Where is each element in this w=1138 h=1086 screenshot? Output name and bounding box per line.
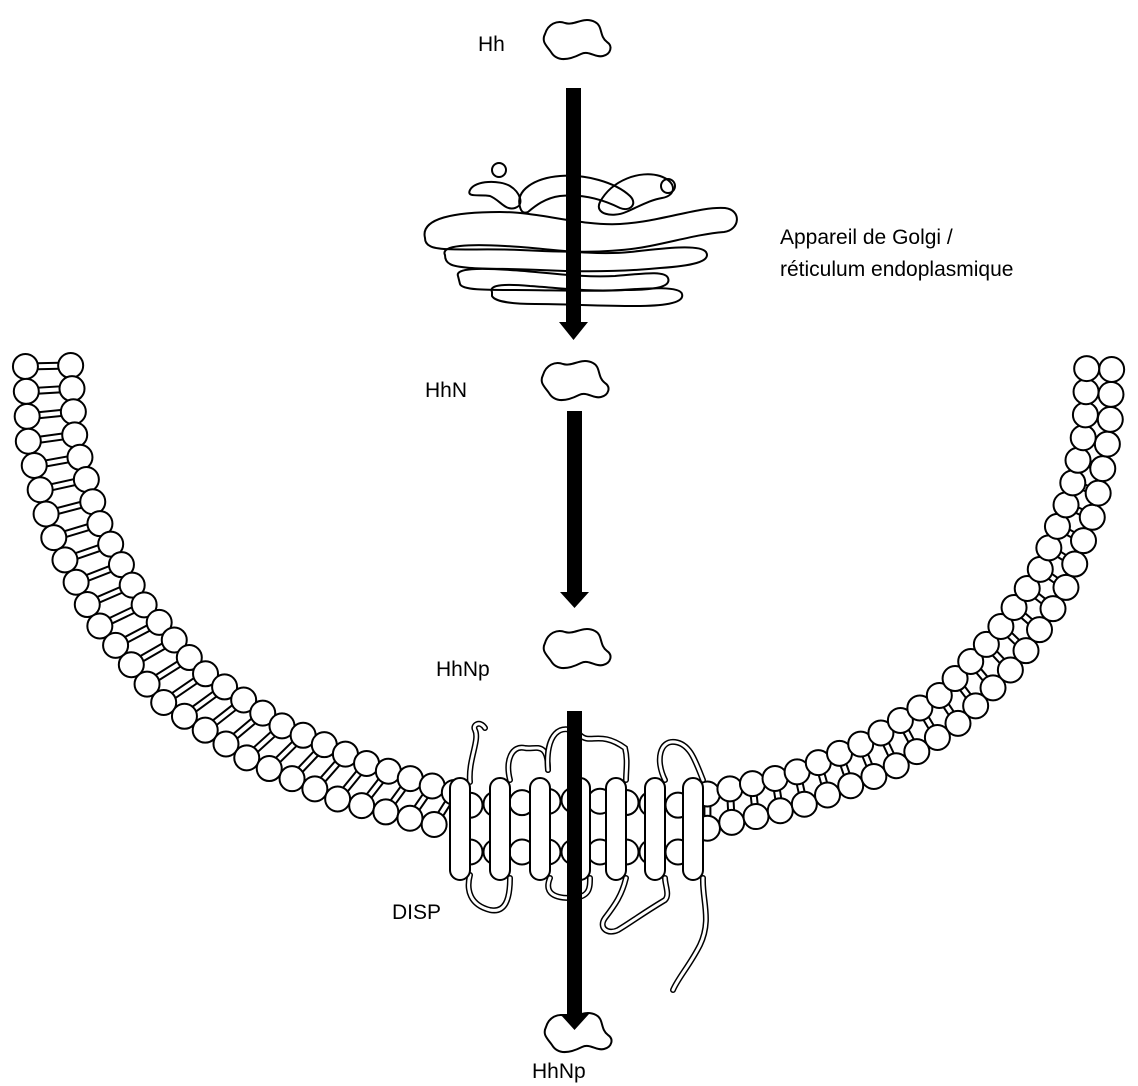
lipid-head-outer [792, 792, 817, 817]
lipid-head-inner [1073, 402, 1098, 427]
label-hhnp-outside: HhNp [532, 1060, 586, 1083]
disp-helix [606, 778, 626, 880]
disp-helix [683, 778, 703, 880]
lipid-head-outer [422, 812, 447, 837]
lipid-head-outer [815, 782, 840, 807]
lipid-head-inner [60, 376, 85, 401]
lipid-head-inner [420, 773, 445, 798]
disp-loop-outline [673, 878, 706, 990]
label-hh: Hh [478, 33, 505, 56]
disp-helix [530, 778, 550, 880]
lipid-head-outer [325, 786, 350, 811]
lipid-head-outer [1053, 575, 1078, 600]
lipid-head-outer [234, 745, 259, 770]
lipid-head-outer [257, 756, 282, 781]
arrow-hhn-to-hhnp [560, 411, 589, 608]
lipid-head-inner [1060, 470, 1085, 495]
label-golgi-line1: Appareil de Golgi / [780, 226, 953, 249]
lipid-head-outer [302, 776, 327, 801]
hhn-molecule-icon [542, 361, 609, 400]
label-hhn: HhN [425, 379, 467, 402]
lipid-head-outer [768, 798, 793, 823]
disp-helix [490, 778, 510, 880]
lipid-head-inner [67, 445, 92, 470]
lipid-head-outer [1071, 528, 1096, 553]
lipid-head-outer [397, 806, 422, 831]
disp-helix [450, 778, 470, 880]
lipid-head-outer [349, 793, 374, 818]
lipid-head-outer [1098, 407, 1123, 432]
lipid-head-outer [34, 501, 59, 526]
lipid-head-outer [52, 547, 77, 572]
lipid-head-inner [1066, 448, 1091, 473]
lipid-head-outer [15, 404, 40, 429]
lipid-head-inner [1074, 379, 1099, 404]
arrow-hh-to-hhn [559, 88, 588, 340]
hhnp-inside-molecule-icon [544, 629, 611, 668]
lipid-head-outer [861, 764, 886, 789]
lipid-head-inner [763, 766, 788, 791]
lipid-head-outer [1095, 432, 1120, 457]
lipid-head-inner [740, 771, 765, 796]
lipid-head-outer [14, 379, 39, 404]
lipid-head-outer [13, 354, 38, 379]
lipid-head-inner [62, 422, 87, 447]
label-golgi-line2: réticulum endoplasmique [780, 258, 1013, 281]
lipid-head-outer [1099, 357, 1124, 382]
lipid-head-outer [28, 477, 53, 502]
lipid-head-outer [16, 429, 41, 454]
lipid-head-inner [61, 399, 86, 424]
lipid-head-outer [1090, 456, 1115, 481]
lipid-head-outer [41, 525, 66, 550]
lipid-head-outer [719, 810, 744, 835]
label-hhnp-inside: HhNp [436, 658, 490, 681]
lipid-head-outer [1086, 481, 1111, 506]
lipid-head-outer [1098, 382, 1123, 407]
disp-helix [645, 778, 665, 880]
lipid-head-inner [74, 467, 99, 492]
lipid-head-outer [1080, 505, 1105, 530]
lipid-head-outer [373, 799, 398, 824]
hh-molecule-icon [544, 20, 611, 59]
lipid-head-inner [1071, 425, 1096, 450]
lipid-head-outer [280, 766, 305, 791]
lipid-head-inner [717, 776, 742, 801]
disp-loop-outline [548, 729, 627, 780]
lipid-head-outer [744, 804, 769, 829]
lipid-head-outer [64, 570, 89, 595]
lipid-head-inner [1074, 356, 1099, 381]
lipid-head-outer [1062, 552, 1087, 577]
lipid-head-outer [838, 773, 863, 798]
label-disp: DISP [392, 901, 441, 924]
lipid-head-inner [58, 353, 83, 378]
lipid-head-outer [22, 453, 47, 478]
